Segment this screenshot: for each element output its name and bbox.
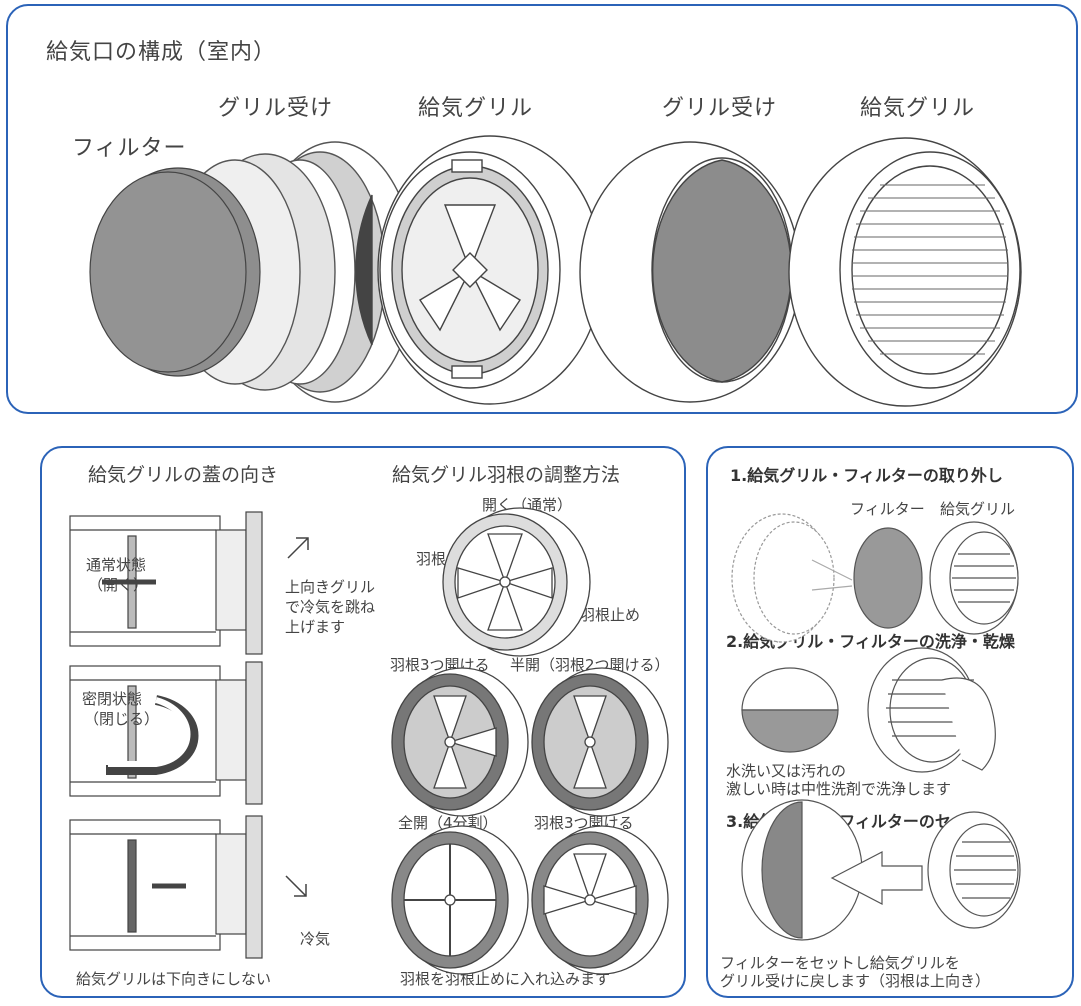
label-grill-2: 給気グリル — [860, 96, 976, 121]
set-text-2: グリル受けに戻します（羽根は上向き） — [720, 972, 991, 990]
set-text-1: フィルターをセットし給気グリルを — [720, 954, 960, 972]
blade-stopper-label: 羽根止め — [580, 606, 641, 624]
exploded-assembly-illustration — [89, 135, 1022, 407]
direction-note: 給気グリルは下向きにしない — [76, 970, 272, 988]
closed-state-label-2: （閉じる） — [84, 710, 160, 728]
blade-title: 給気グリル羽根の調整方法 — [392, 464, 621, 486]
supply-grill-part-1 — [355, 135, 603, 405]
adjustment-panel — [40, 446, 686, 998]
half-open-label: 半開（羽根2つ開ける） — [510, 656, 670, 674]
label-filter: フィルター — [72, 136, 187, 161]
normal-state-label-1: 通常状態 — [86, 556, 147, 574]
blade-adjustment-diagrams — [391, 507, 669, 975]
label-grill-holder-1: グリル受け — [218, 96, 334, 121]
label-grill-holder-2: グリル受け — [662, 96, 778, 121]
step1-title: 1.給気グリル・フィルターの取り外し — [730, 466, 1003, 485]
top-panel — [6, 4, 1078, 414]
step1-grill-label: 給気グリル — [940, 500, 1016, 518]
maintenance-panel — [706, 446, 1074, 998]
grill-section-diagrams — [69, 511, 309, 959]
blade-label: 羽根 — [416, 550, 447, 568]
up-grill-text-3: 上げます — [285, 618, 346, 636]
normal-state-label-2: （開く） — [88, 576, 149, 594]
wash-text-1: 水洗い又は汚れの — [726, 762, 847, 780]
maintenance-illustrations — [731, 513, 1021, 941]
direction-title: 給気グリルの蓋の向き — [88, 464, 279, 486]
grill-holder-part-2 — [579, 141, 801, 403]
label-grill-1: 給気グリル — [418, 96, 534, 121]
up-grill-text-1: 上向きグリル — [285, 578, 376, 596]
grill-louvers — [852, 184, 1008, 355]
blade-note: 羽根を羽根止めに入れ込みます — [400, 970, 611, 988]
up-grill-text-2: で冷気を跳ね — [285, 598, 376, 616]
step1-filter-label: フィルター — [850, 500, 925, 518]
supply-grill-part-2 — [788, 137, 1022, 407]
filter-part — [89, 167, 261, 377]
closed-state-label-1: 密閉状態 — [82, 690, 143, 708]
cold-air-label: 冷気 — [300, 930, 331, 948]
top-title: 給気口の構成（室内） — [46, 40, 277, 65]
wash-text-2: 激しい時は中性洗剤で洗浄します — [726, 780, 952, 798]
